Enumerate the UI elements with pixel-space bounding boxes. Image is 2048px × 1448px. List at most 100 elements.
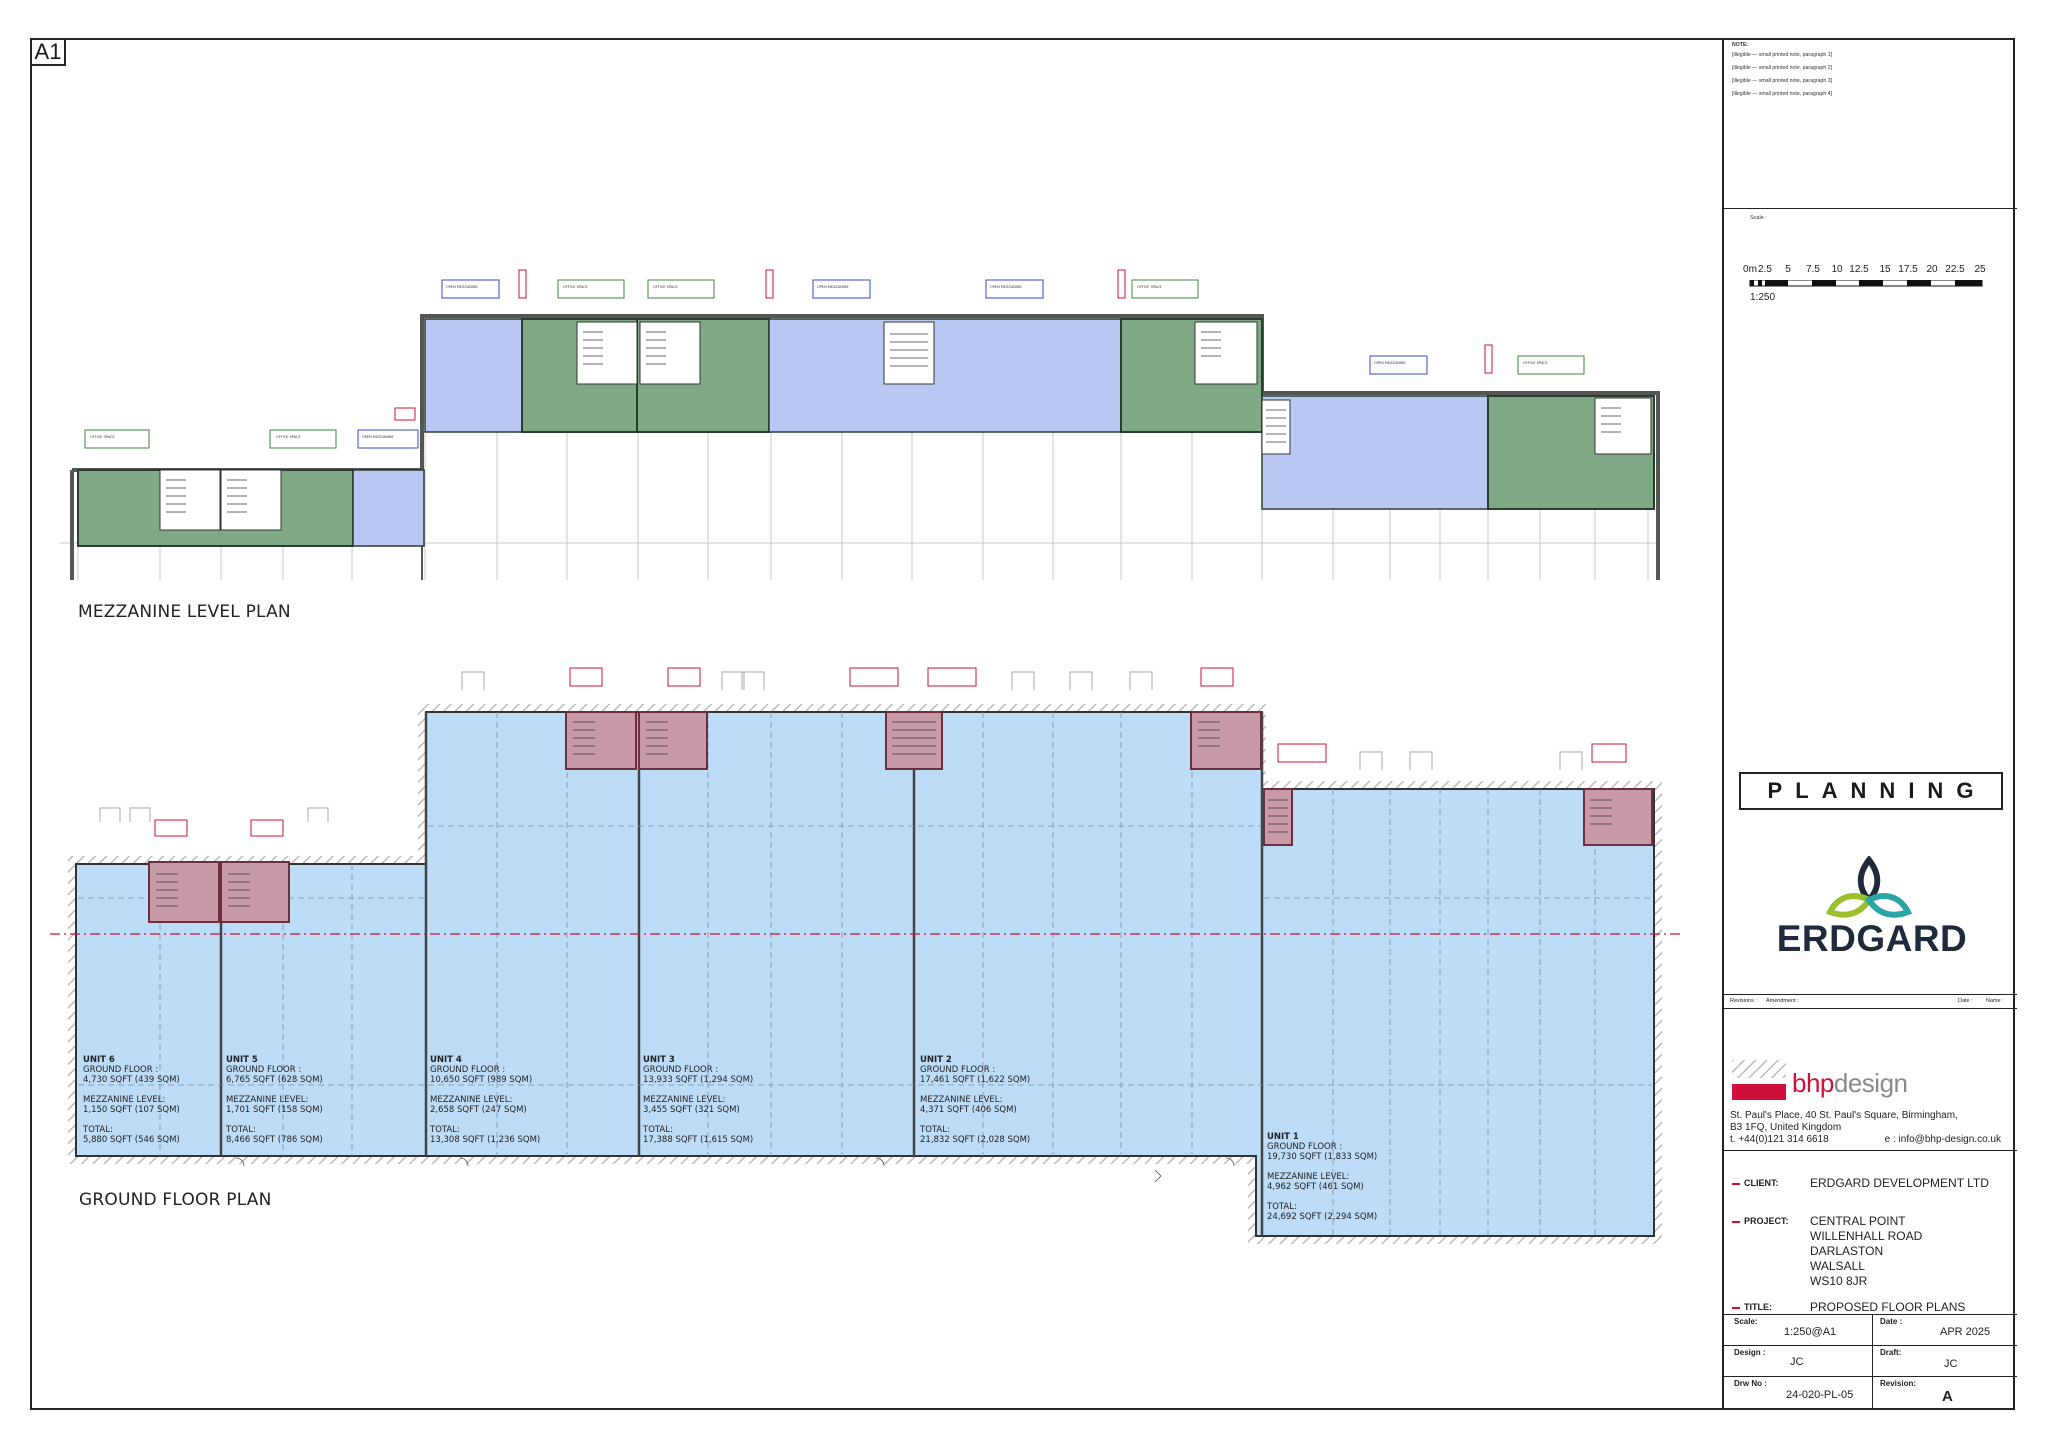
ground-floor-plan-title: GROUND FLOOR PLAN	[79, 1190, 272, 1210]
mezzanine-label: MEZZANINE LEVEL:	[83, 1095, 166, 1105]
svg-text:OFFICE SPACE: OFFICE SPACE	[1137, 285, 1162, 289]
svg-text:OPEN MEZZANINE: OPEN MEZZANINE	[446, 285, 478, 289]
client-logo-text: ERDGARD	[1776, 918, 1968, 959]
ground-floor-label: GROUND FLOOR :	[643, 1065, 719, 1075]
unit-1-area-label: UNIT 1 GROUND FLOOR : 19,730 SQFT (1,833…	[1267, 1132, 1377, 1222]
scale-bar-label: 10	[1831, 264, 1843, 275]
mezzanine-label: MEZZANINE LEVEL:	[643, 1095, 726, 1105]
mezzanine-area: 3,455 SQFT (321 SQM)	[643, 1105, 740, 1115]
note-paragraph: [illegible — small printed note, paragra…	[1732, 78, 1833, 84]
unit-2-area-label: UNIT 2 GROUND FLOOR : 17,461 SQFT (1,622…	[920, 1055, 1030, 1145]
unit-name: UNIT 2	[920, 1055, 952, 1065]
total-area: 17,388 SQFT (1,615 SQM)	[643, 1135, 754, 1145]
sheet-border	[30, 38, 2015, 1410]
title-value: PROPOSED FLOOR PLANS	[1810, 1300, 1966, 1314]
mezzanine-area: 4,962 SQFT (461 SQM)	[1267, 1182, 1364, 1192]
project-line: CENTRAL POINT	[1810, 1214, 1906, 1228]
unit-5-area-label: UNIT 5 GROUND FLOOR : 6,765 SQFT (628 SQ…	[226, 1055, 323, 1145]
unit-name: UNIT 3	[643, 1055, 675, 1065]
address-line: B3 1FQ, United Kingdom	[1730, 1122, 1842, 1133]
title-block: NOTE: [illegible — small printed note, p…	[1722, 38, 2017, 1410]
ground-floor-label: GROUND FLOOR :	[430, 1065, 506, 1075]
architect-logo-text: bhpdesign	[1792, 1068, 1908, 1099]
project-line: WS10 8JR	[1810, 1274, 1868, 1288]
total-area: 8,466 SQFT (786 SQM)	[226, 1135, 323, 1145]
scale-bar-label: 17.5	[1898, 264, 1918, 275]
email-address: e : info@bhp-design.co.uk	[1884, 1134, 2001, 1145]
draft-label: Draft:	[1880, 1348, 1902, 1357]
ground-floor-area: 4,730 SQFT (439 SQM)	[83, 1075, 180, 1085]
date-label: Date :	[1880, 1317, 1903, 1326]
scale-bar-label: 12.5	[1849, 264, 1869, 275]
total-label: TOTAL:	[430, 1125, 460, 1135]
erdgard-triquetra-logo	[1825, 856, 1913, 918]
title-label: TITLE:	[1732, 1302, 1772, 1312]
divider	[1724, 994, 2017, 995]
scale-label: Scale:	[1734, 1317, 1758, 1326]
drawing-number-value: 24-020-PL-05	[1786, 1389, 1854, 1401]
total-label: TOTAL:	[226, 1125, 256, 1135]
total-label: TOTAL:	[1267, 1202, 1297, 1212]
scale-bar-ratio: 1:250	[1750, 292, 1776, 303]
divider	[1724, 1150, 2017, 1151]
note-paragraph: [illegible — small printed note, paragra…	[1732, 52, 1833, 58]
revision-name-label: Name :	[1986, 998, 2004, 1004]
total-area: 5,880 SQFT (546 SQM)	[83, 1135, 180, 1145]
ground-floor-label: GROUND FLOOR :	[226, 1065, 302, 1075]
ground-floor-area: 19,730 SQFT (1,833 SQM)	[1267, 1152, 1378, 1162]
note-paragraph: [illegible — small printed note, paragra…	[1732, 65, 1833, 71]
project-line: DARLASTON	[1810, 1244, 1884, 1258]
mezzanine-label: MEZZANINE LEVEL:	[1267, 1172, 1350, 1182]
unit-4-area-label: UNIT 4 GROUND FLOOR : 10,650 SQFT (989 S…	[430, 1055, 540, 1145]
unit-6-area-label: UNIT 6 GROUND FLOOR : 4,730 SQFT (439 SQ…	[83, 1055, 180, 1145]
svg-text:OPEN MEZZANINE: OPEN MEZZANINE	[1374, 361, 1406, 365]
total-label: TOTAL:	[83, 1125, 113, 1135]
svg-text:OFFICE SPACE: OFFICE SPACE	[563, 285, 588, 289]
draft-value: JC	[1944, 1358, 1958, 1370]
revision-value: A	[1942, 1388, 1953, 1405]
client-label: CLIENT:	[1732, 1178, 1779, 1188]
ground-floor-area: 10,650 SQFT (989 SQM)	[430, 1075, 533, 1085]
unit-name: UNIT 5	[226, 1055, 258, 1065]
date-value: APR 2025	[1940, 1326, 1991, 1338]
amendment-label: Amendment :	[1766, 998, 1799, 1004]
scale-bar-label: 7.5	[1806, 264, 1820, 275]
ground-floor-label: GROUND FLOOR :	[920, 1065, 996, 1075]
svg-text:OFFICE SPACE: OFFICE SPACE	[90, 435, 115, 439]
sheet-size-label: A1	[30, 38, 66, 66]
scale-bar-label: 5	[1785, 264, 1791, 275]
unit-name: UNIT 6	[83, 1055, 115, 1065]
bhp-design-logo-mark	[1732, 1060, 1786, 1100]
drawing-number-label: Drw No :	[1734, 1379, 1767, 1388]
design-value: JC	[1790, 1356, 1804, 1368]
notes: NOTE: [illegible — small printed note, p…	[1732, 42, 2007, 104]
total-area: 13,308 SQFT (1,236 SQM)	[430, 1135, 541, 1145]
svg-text:OFFICE SPACE: OFFICE SPACE	[653, 285, 678, 289]
mezzanine-plan: OFFICE SPACE OFFICE SPACE OPEN MEZZANINE O…	[60, 269, 1660, 580]
scale-bar-label: 25	[1974, 264, 1986, 275]
total-label: TOTAL:	[643, 1125, 673, 1135]
ground-floor-area: 13,933 SQFT (1,294 SQM)	[643, 1075, 754, 1085]
ground-floor-label: GROUND FLOOR :	[83, 1065, 159, 1075]
total-area: 21,832 SQFT (2,028 SQM)	[920, 1135, 1031, 1145]
mezzanine-plan-title: MEZZANINE LEVEL PLAN	[78, 602, 291, 622]
architect-address: St. Paul's Place, 40 St. Paul's Square, …	[1730, 1110, 2015, 1146]
ground-floor-area: 6,765 SQFT (628 SQM)	[226, 1075, 323, 1085]
mezzanine-label: MEZZANINE LEVEL:	[430, 1095, 513, 1105]
grid-line	[1724, 1345, 2017, 1346]
architect-logo-design: design	[1833, 1068, 1908, 1098]
scale-bar-label: 0m	[1743, 264, 1757, 275]
ground-floor-label: GROUND FLOOR :	[1267, 1142, 1343, 1152]
phone-number: t. +44(0)121 314 6618	[1730, 1134, 1829, 1145]
project-line: WALSALL	[1810, 1259, 1865, 1273]
divider	[1724, 1008, 2017, 1009]
mezzanine-area: 2,658 SQFT (247 SQM)	[430, 1105, 527, 1115]
total-area: 24,692 SQFT (2,294 SQM)	[1267, 1212, 1378, 1222]
ground-floor-plan	[50, 667, 1680, 1244]
mezzanine-label: MEZZANINE LEVEL:	[226, 1095, 309, 1105]
scale-value: 1:250@A1	[1784, 1326, 1837, 1338]
total-label: TOTAL:	[920, 1125, 950, 1135]
unit-name: UNIT 4	[430, 1055, 462, 1065]
grid-line	[1872, 1314, 1873, 1410]
